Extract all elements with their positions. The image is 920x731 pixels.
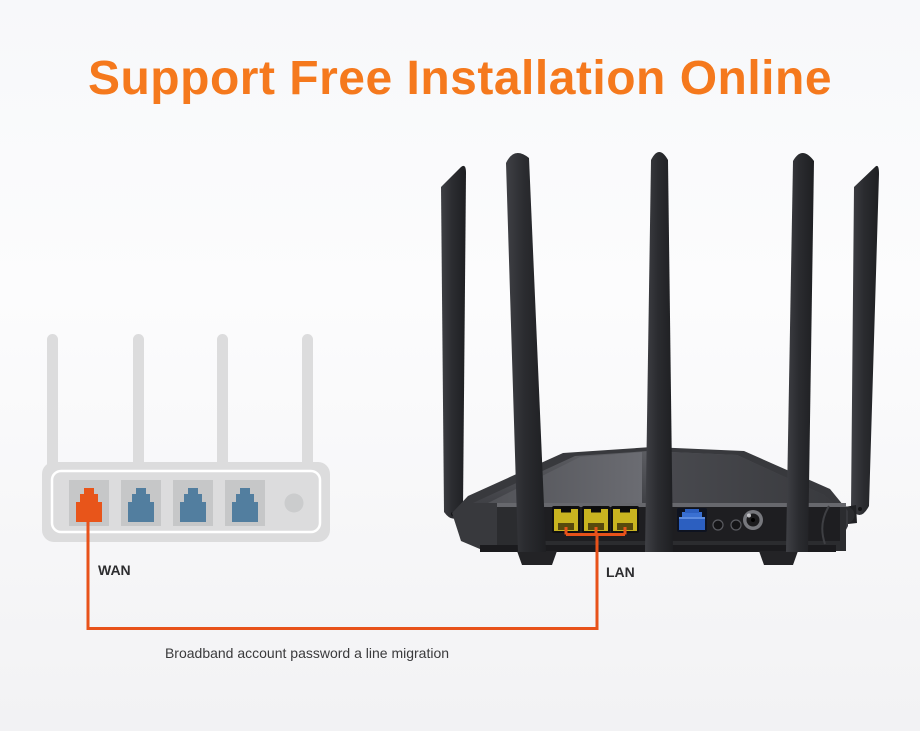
modem-antennas (47, 334, 313, 469)
router-antenna-icon (506, 153, 546, 552)
wps-button (730, 519, 742, 531)
router-wan-port-icon (677, 508, 707, 532)
ethernet-port-icon (180, 488, 206, 522)
router-foot (517, 551, 557, 565)
router-antenna-icon (786, 153, 814, 552)
lan-port-label: LAN (606, 564, 635, 580)
router-foot (759, 551, 798, 565)
modem-antenna-icon (133, 334, 144, 469)
modem-antenna-icon (47, 334, 58, 469)
router-antenna-icon (441, 165, 466, 519)
lan-port-icon (552, 506, 580, 533)
lan-port-icon (582, 506, 610, 533)
panel-seam (821, 505, 830, 545)
router-antenna-icon (851, 165, 879, 516)
ethernet-port-icon (232, 488, 258, 522)
cable-path (86, 521, 599, 630)
modem-panel-outline (50, 469, 322, 534)
cable-bracket (564, 527, 627, 536)
modem-illustration (42, 334, 330, 542)
power-jack-icon (743, 510, 763, 530)
wan-port-label: WAN (98, 562, 131, 578)
modem-lan-port-icons (128, 488, 258, 522)
modem-antenna-icon (302, 334, 313, 469)
banner-title: Support Free Installation Online (87, 52, 833, 105)
router-top-slope-right (648, 451, 833, 503)
wan-to-lan-cable (86, 521, 627, 630)
router-antenna-icon (645, 152, 673, 552)
wan-port-icon (76, 488, 102, 522)
router-illustration (441, 152, 879, 565)
lan-port-icon (611, 506, 639, 533)
antenna-screw (858, 507, 862, 511)
ethernet-port-icon (128, 488, 154, 522)
reset-button (712, 519, 724, 531)
modem-antenna-icon (217, 334, 228, 469)
cable-caption: Broadband account password a line migrat… (164, 645, 450, 661)
modem-power-button (284, 493, 304, 513)
router-lan-ports (552, 506, 639, 533)
